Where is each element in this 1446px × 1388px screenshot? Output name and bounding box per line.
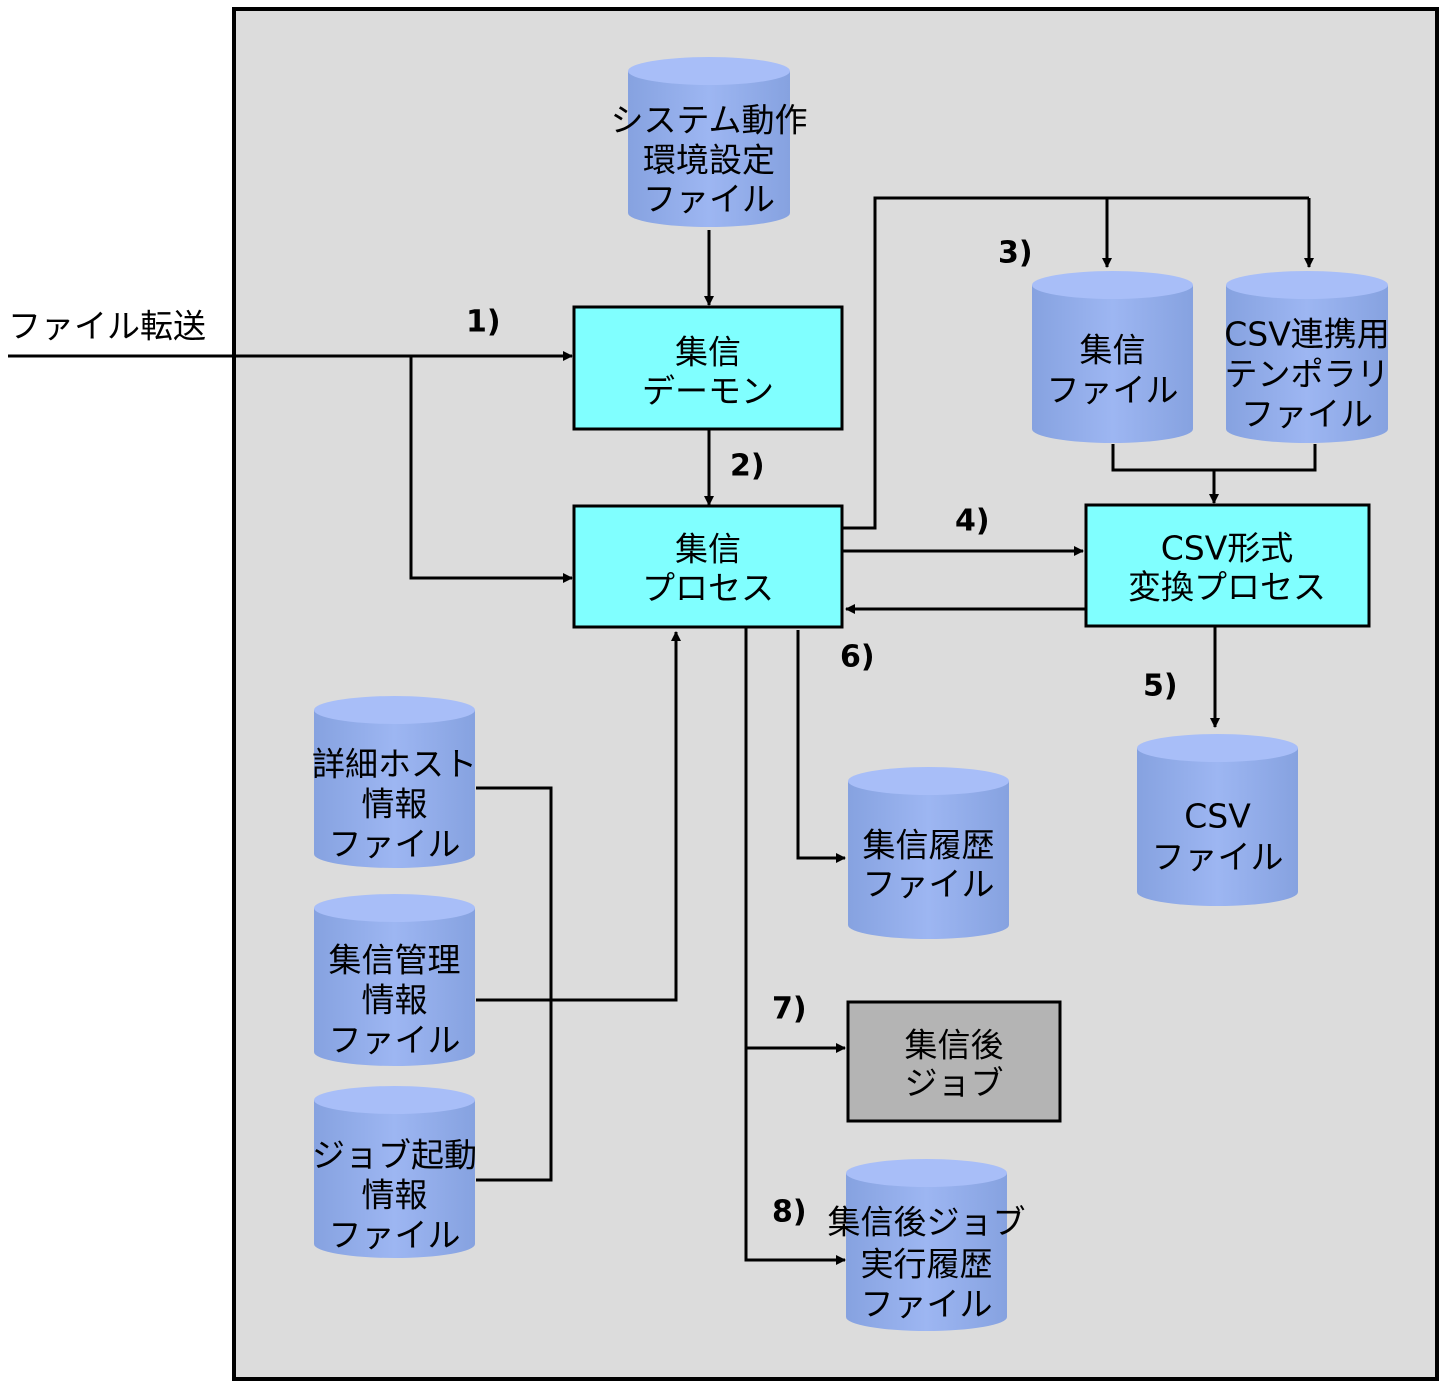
file-label-line: ファイル (1047, 371, 1179, 410)
file-label-line: 環境設定 (643, 141, 775, 180)
process-to-job-history-arrow (744, 628, 846, 1265)
file-label-line: 集信履歴 (863, 826, 995, 865)
cylinder-body (314, 1100, 475, 1258)
file-label-line: ジョブ起動 (312, 1136, 477, 1175)
file-label-line: ファイル (861, 1285, 993, 1324)
file-label-line: 情報 (362, 785, 428, 824)
file-label-line: ファイル (329, 825, 461, 864)
post-job-line-2: ジョブ (905, 1064, 1004, 1103)
file-label-line: ファイル (643, 180, 775, 219)
info-files-bracket (476, 786, 553, 1182)
step-label-2: 2) (730, 449, 765, 484)
step-label-6: 6) (840, 640, 875, 675)
process-to-history-arrow (796, 630, 846, 863)
csv-convert-line-2: 変換プロセス (1128, 568, 1326, 607)
process-line-1: 集信 (675, 530, 741, 569)
step-label-3: 3) (998, 236, 1033, 271)
cylinder-top (848, 767, 1009, 795)
file-label-line: 集信 (1080, 331, 1146, 370)
file-label-line: ファイル (329, 1021, 461, 1060)
cylinder-body (314, 710, 475, 869)
cylinder-top (1137, 734, 1298, 762)
connectors (8, 196, 1317, 1265)
file-label-line: 情報 (362, 1176, 428, 1215)
cylinder-body (1226, 285, 1388, 443)
cylinder-body (314, 908, 475, 1066)
post-job-line-1: 集信後 (905, 1026, 1004, 1065)
cylinder-top (314, 894, 475, 922)
cylinder-body (628, 71, 790, 227)
cylinder-top (314, 1086, 475, 1114)
file-label-line: ファイル (1152, 838, 1284, 877)
step-label-4: 4) (955, 504, 990, 539)
process-to-files-line (843, 196, 1309, 530)
file-label-line: ファイル (1241, 395, 1373, 434)
receive-process-box: 集信 プロセス (572, 504, 844, 629)
cylinder-body (1032, 285, 1193, 444)
file-label-line: 実行履歴 (861, 1245, 993, 1284)
cylinder-top (1032, 271, 1193, 299)
cylinder-top (846, 1159, 1007, 1187)
cylinder-body (1137, 748, 1298, 906)
cylinder-body (848, 781, 1009, 940)
file-label-line: システム動作 (610, 101, 807, 140)
cylinder-top (314, 696, 475, 724)
file-label-line: CSV (1184, 797, 1251, 836)
transfer-to-process-arrow (409, 356, 573, 583)
file-label-line: 集信管理 (329, 941, 461, 980)
file-label-line: ファイル (329, 1216, 461, 1255)
file-label-line: CSV連携用 (1224, 315, 1390, 354)
info-to-process-arrow (476, 631, 681, 1002)
post-job-box: 集信後 ジョブ (846, 1000, 1062, 1123)
step-label-5: 5) (1143, 669, 1178, 704)
step-label-8: 8) (772, 1195, 807, 1230)
cylinder-top (628, 57, 790, 85)
process-line-2: プロセス (642, 569, 774, 608)
daemon-box: 集信 デーモン (572, 305, 844, 431)
file-label-line: 情報 (362, 981, 428, 1020)
step-label-1: 1) (466, 305, 501, 340)
daemon-line-1: 集信 (675, 333, 741, 372)
csv-convert-line-1: CSV形式 (1161, 529, 1294, 568)
file-transfer-label: ファイル転送 (8, 307, 206, 346)
cylinder-body (846, 1173, 1007, 1332)
daemon-line-2: デーモン (642, 372, 774, 411)
step-label-7: 7) (772, 992, 807, 1027)
file-label-line: 詳細ホスト (312, 745, 477, 784)
file-label-line: 集信後ジョブ (828, 1203, 1026, 1242)
file-label-line: ファイル (863, 865, 995, 904)
csv-convert-box: CSV形式 変換プロセス (1084, 503, 1371, 628)
file-label-line: テンポラリ (1225, 355, 1390, 394)
cylinder-top (1226, 271, 1388, 299)
